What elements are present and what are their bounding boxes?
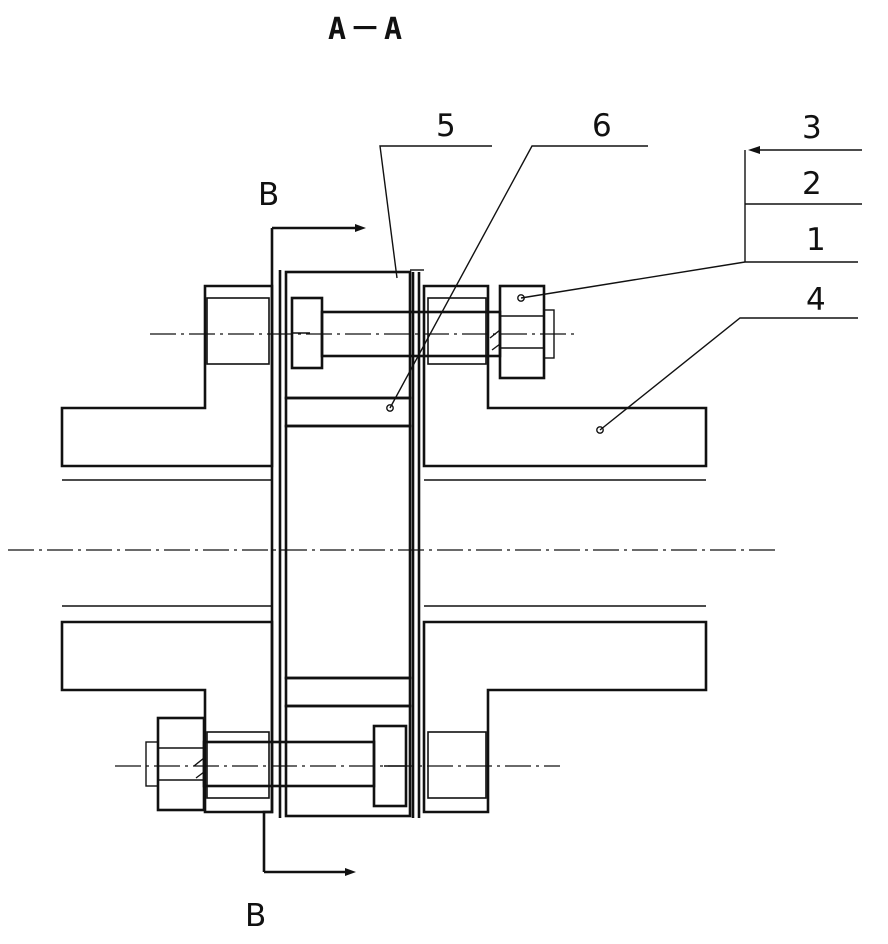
- section-title: A－A: [328, 12, 406, 47]
- part-label-4: 4: [806, 282, 826, 318]
- part-label-5: 5: [436, 108, 456, 144]
- part-label-2: 2: [802, 166, 822, 202]
- leader-dot-part-6: [386, 404, 394, 412]
- section-plane-b: [262, 224, 366, 876]
- left-hub: [60, 284, 274, 814]
- right-hub: [422, 284, 708, 814]
- part-label-1: 1: [806, 222, 826, 258]
- diaphragm-plates: [410, 269, 424, 818]
- section-label-top: B: [258, 177, 279, 213]
- leader-dot-part-4: [596, 426, 604, 434]
- part-label-6: 6: [592, 108, 612, 144]
- middle-ring: [278, 270, 412, 818]
- section-label-bottom: B: [245, 898, 266, 934]
- part-label-3: 3: [802, 110, 822, 146]
- leader-lines: [379, 145, 862, 431]
- lower-bolt: [145, 716, 408, 812]
- leader-dot-part-1: [517, 294, 525, 302]
